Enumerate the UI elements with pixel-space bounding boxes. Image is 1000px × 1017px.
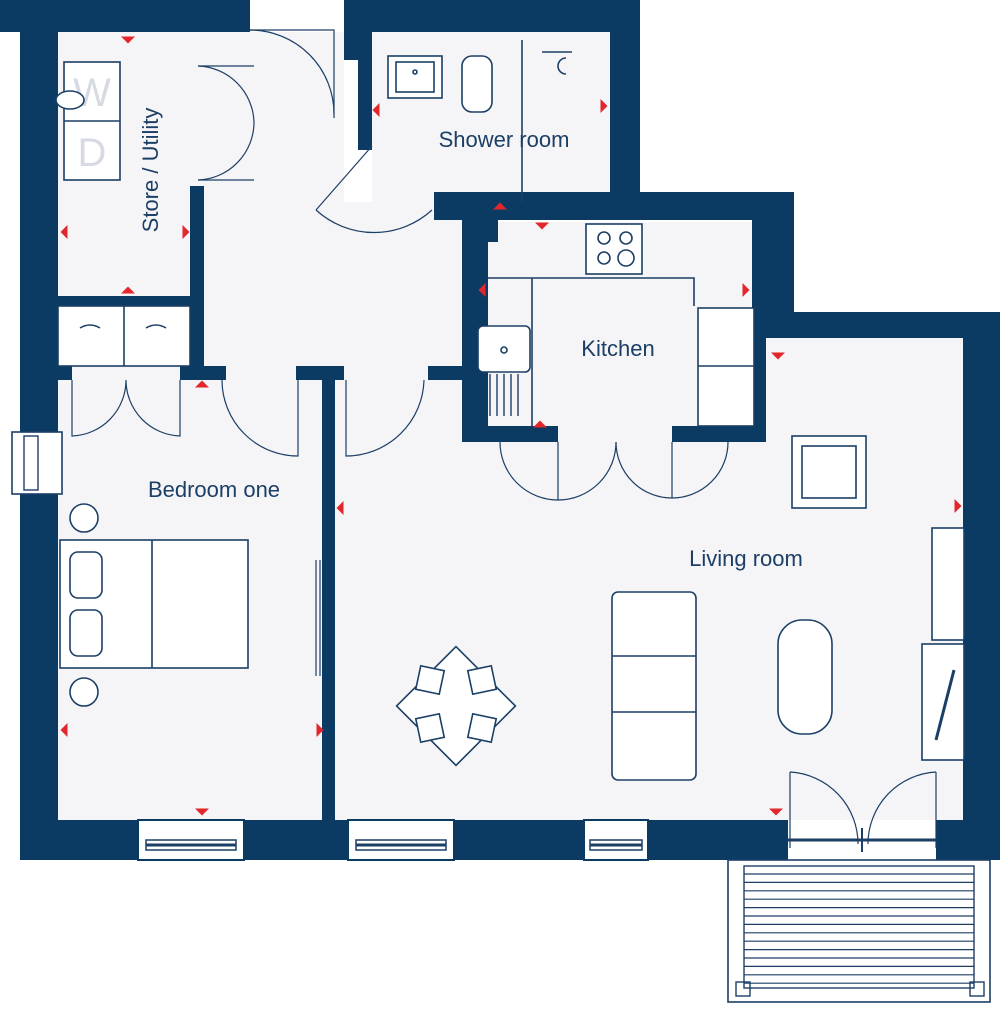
shower-fixtures: [387, 40, 572, 202]
bedside-lamp: [69, 677, 99, 707]
double-bed: [59, 539, 249, 669]
bedside-lamp: [69, 503, 99, 533]
dimension-marker: [742, 283, 750, 297]
dimension-marker: [336, 501, 344, 515]
dimension-marker: [478, 283, 486, 297]
measurement-markers: [60, 36, 962, 816]
hob: [585, 223, 643, 275]
armchair: [791, 435, 867, 509]
room-label-shower-room: Shower room: [439, 127, 570, 152]
dimension-marker: [535, 222, 549, 230]
room-label-bedroom-one: Bedroom one: [148, 477, 280, 502]
dryer: D: [78, 131, 107, 175]
balcony: [727, 859, 991, 1003]
walls: [0, 0, 1000, 860]
dimension-marker: [533, 420, 547, 428]
dimension-marker: [769, 808, 783, 816]
toilet: [461, 55, 493, 113]
svg-text:D: D: [78, 131, 107, 175]
sofa: [611, 591, 697, 781]
tv-unit: [921, 643, 965, 761]
dimension-marker: [182, 225, 190, 239]
room-label-living-room: Living room: [689, 546, 803, 571]
dimension-marker: [372, 103, 380, 117]
dimension-marker: [954, 499, 962, 513]
dimension-marker: [121, 36, 135, 44]
dimension-marker: [600, 99, 608, 113]
room-label-store-utility: Store / Utility: [138, 108, 163, 233]
kitchen-sink: [477, 325, 531, 373]
living-furniture: [395, 435, 965, 781]
windows: [11, 0, 936, 861]
coffee-table: [777, 619, 833, 735]
washing-machine: W: [55, 71, 111, 115]
sideboard: [931, 527, 965, 641]
dining-set: [395, 645, 517, 767]
doors: [71, 29, 937, 848]
bedroom-furniture: [59, 503, 249, 707]
dimension-marker: [316, 723, 324, 737]
fridge: [697, 307, 755, 427]
kitchen-fixtures: [477, 223, 755, 427]
utility-fixtures: W D: [55, 61, 191, 367]
dimension-marker: [60, 225, 68, 239]
dimension-marker: [121, 286, 135, 294]
basin: [387, 55, 443, 99]
dimension-marker: [195, 808, 209, 816]
room-label-kitchen: Kitchen: [581, 336, 654, 361]
dimension-marker: [493, 202, 507, 210]
dimension-marker: [771, 352, 785, 360]
dimension-marker: [195, 380, 209, 388]
dimension-marker: [60, 723, 68, 737]
